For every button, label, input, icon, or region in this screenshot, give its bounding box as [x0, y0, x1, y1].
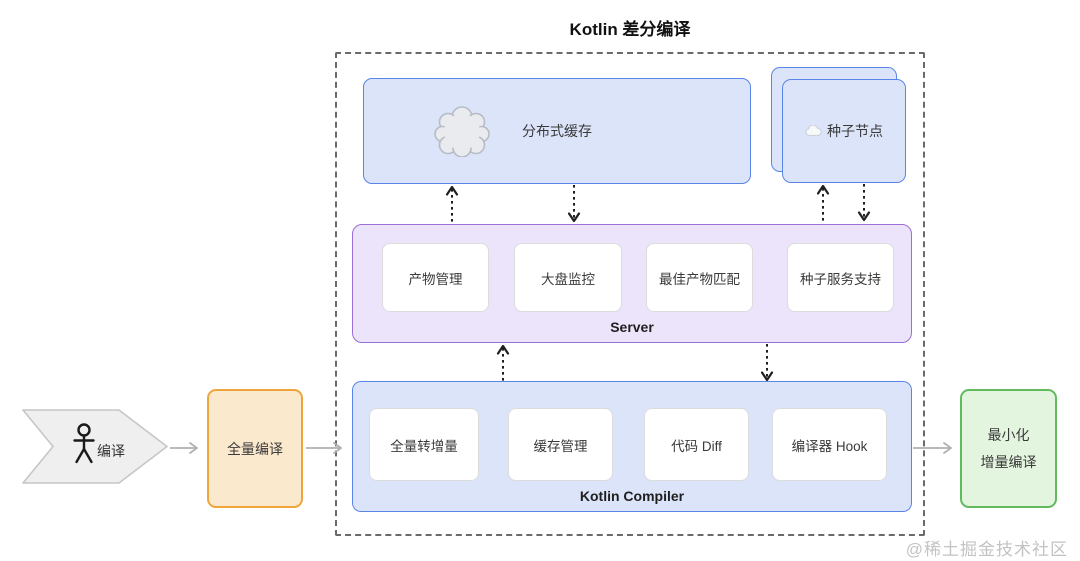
cloud-icon: [805, 125, 822, 137]
server-module-best-artifact-match: 最佳产物匹配: [646, 243, 753, 312]
full-build-label: 全量编译: [227, 440, 283, 457]
arrow-down-cache-to-server: [567, 185, 581, 223]
arrow-down-seed-to-server: [857, 184, 871, 222]
server-label: Server: [610, 319, 654, 335]
distributed-cache-node: 分布式缓存: [363, 78, 751, 184]
server-module-seed-service-support: 种子服务支持: [787, 243, 894, 312]
kotlin-compiler-label: Kotlin Compiler: [579, 488, 685, 504]
compile-trigger-shape: [22, 409, 168, 484]
arrow-compiler-to-result: [913, 442, 952, 454]
arrow-full-build-to-compiler: [306, 442, 342, 454]
arrow-up-seed-from-server: [816, 184, 830, 222]
arrow-up-cache-from-server: [445, 185, 459, 223]
compiler-module-compiler-hook: 编译器 Hook: [772, 408, 887, 481]
server-node: 产物管理 大盘监控 最佳产物匹配 种子服务支持 Server: [352, 224, 912, 343]
distributed-cache-label: 分布式缓存: [522, 123, 592, 139]
minimized-incremental-build-node: 最小化 增量编译: [960, 389, 1057, 508]
full-build-node: 全量编译: [207, 389, 303, 508]
result-label-line2: 增量编译: [980, 453, 1037, 470]
seed-node-label: 种子节点: [827, 123, 883, 139]
cloud-icon: [434, 106, 490, 157]
seed-node: 种子节点: [782, 79, 906, 183]
server-module-dashboard-monitoring: 大盘监控: [514, 243, 622, 312]
compile-trigger-label: 编译: [97, 443, 125, 459]
arrow-trigger-to-full-build: [170, 442, 198, 454]
compiler-module-full-to-incremental: 全量转增量: [369, 408, 479, 481]
result-label-line1: 最小化: [987, 426, 1030, 443]
watermark: @稀土掘金技术社区: [905, 540, 1068, 559]
diagram-title: Kotlin 差分编译: [569, 20, 691, 39]
compiler-module-cache-management: 缓存管理: [508, 408, 613, 481]
kotlin-compiler-node: 全量转增量 缓存管理 代码 Diff 编译器 Hook Kotlin Compi…: [352, 381, 912, 512]
server-module-artifact-management: 产物管理: [382, 243, 489, 312]
arrow-down-server-to-compiler: [760, 344, 774, 382]
compiler-module-code-diff: 代码 Diff: [644, 408, 749, 481]
person-icon: [73, 423, 95, 464]
system-boundary-frame: [335, 52, 925, 536]
arrow-up-server-from-compiler: [496, 344, 510, 382]
